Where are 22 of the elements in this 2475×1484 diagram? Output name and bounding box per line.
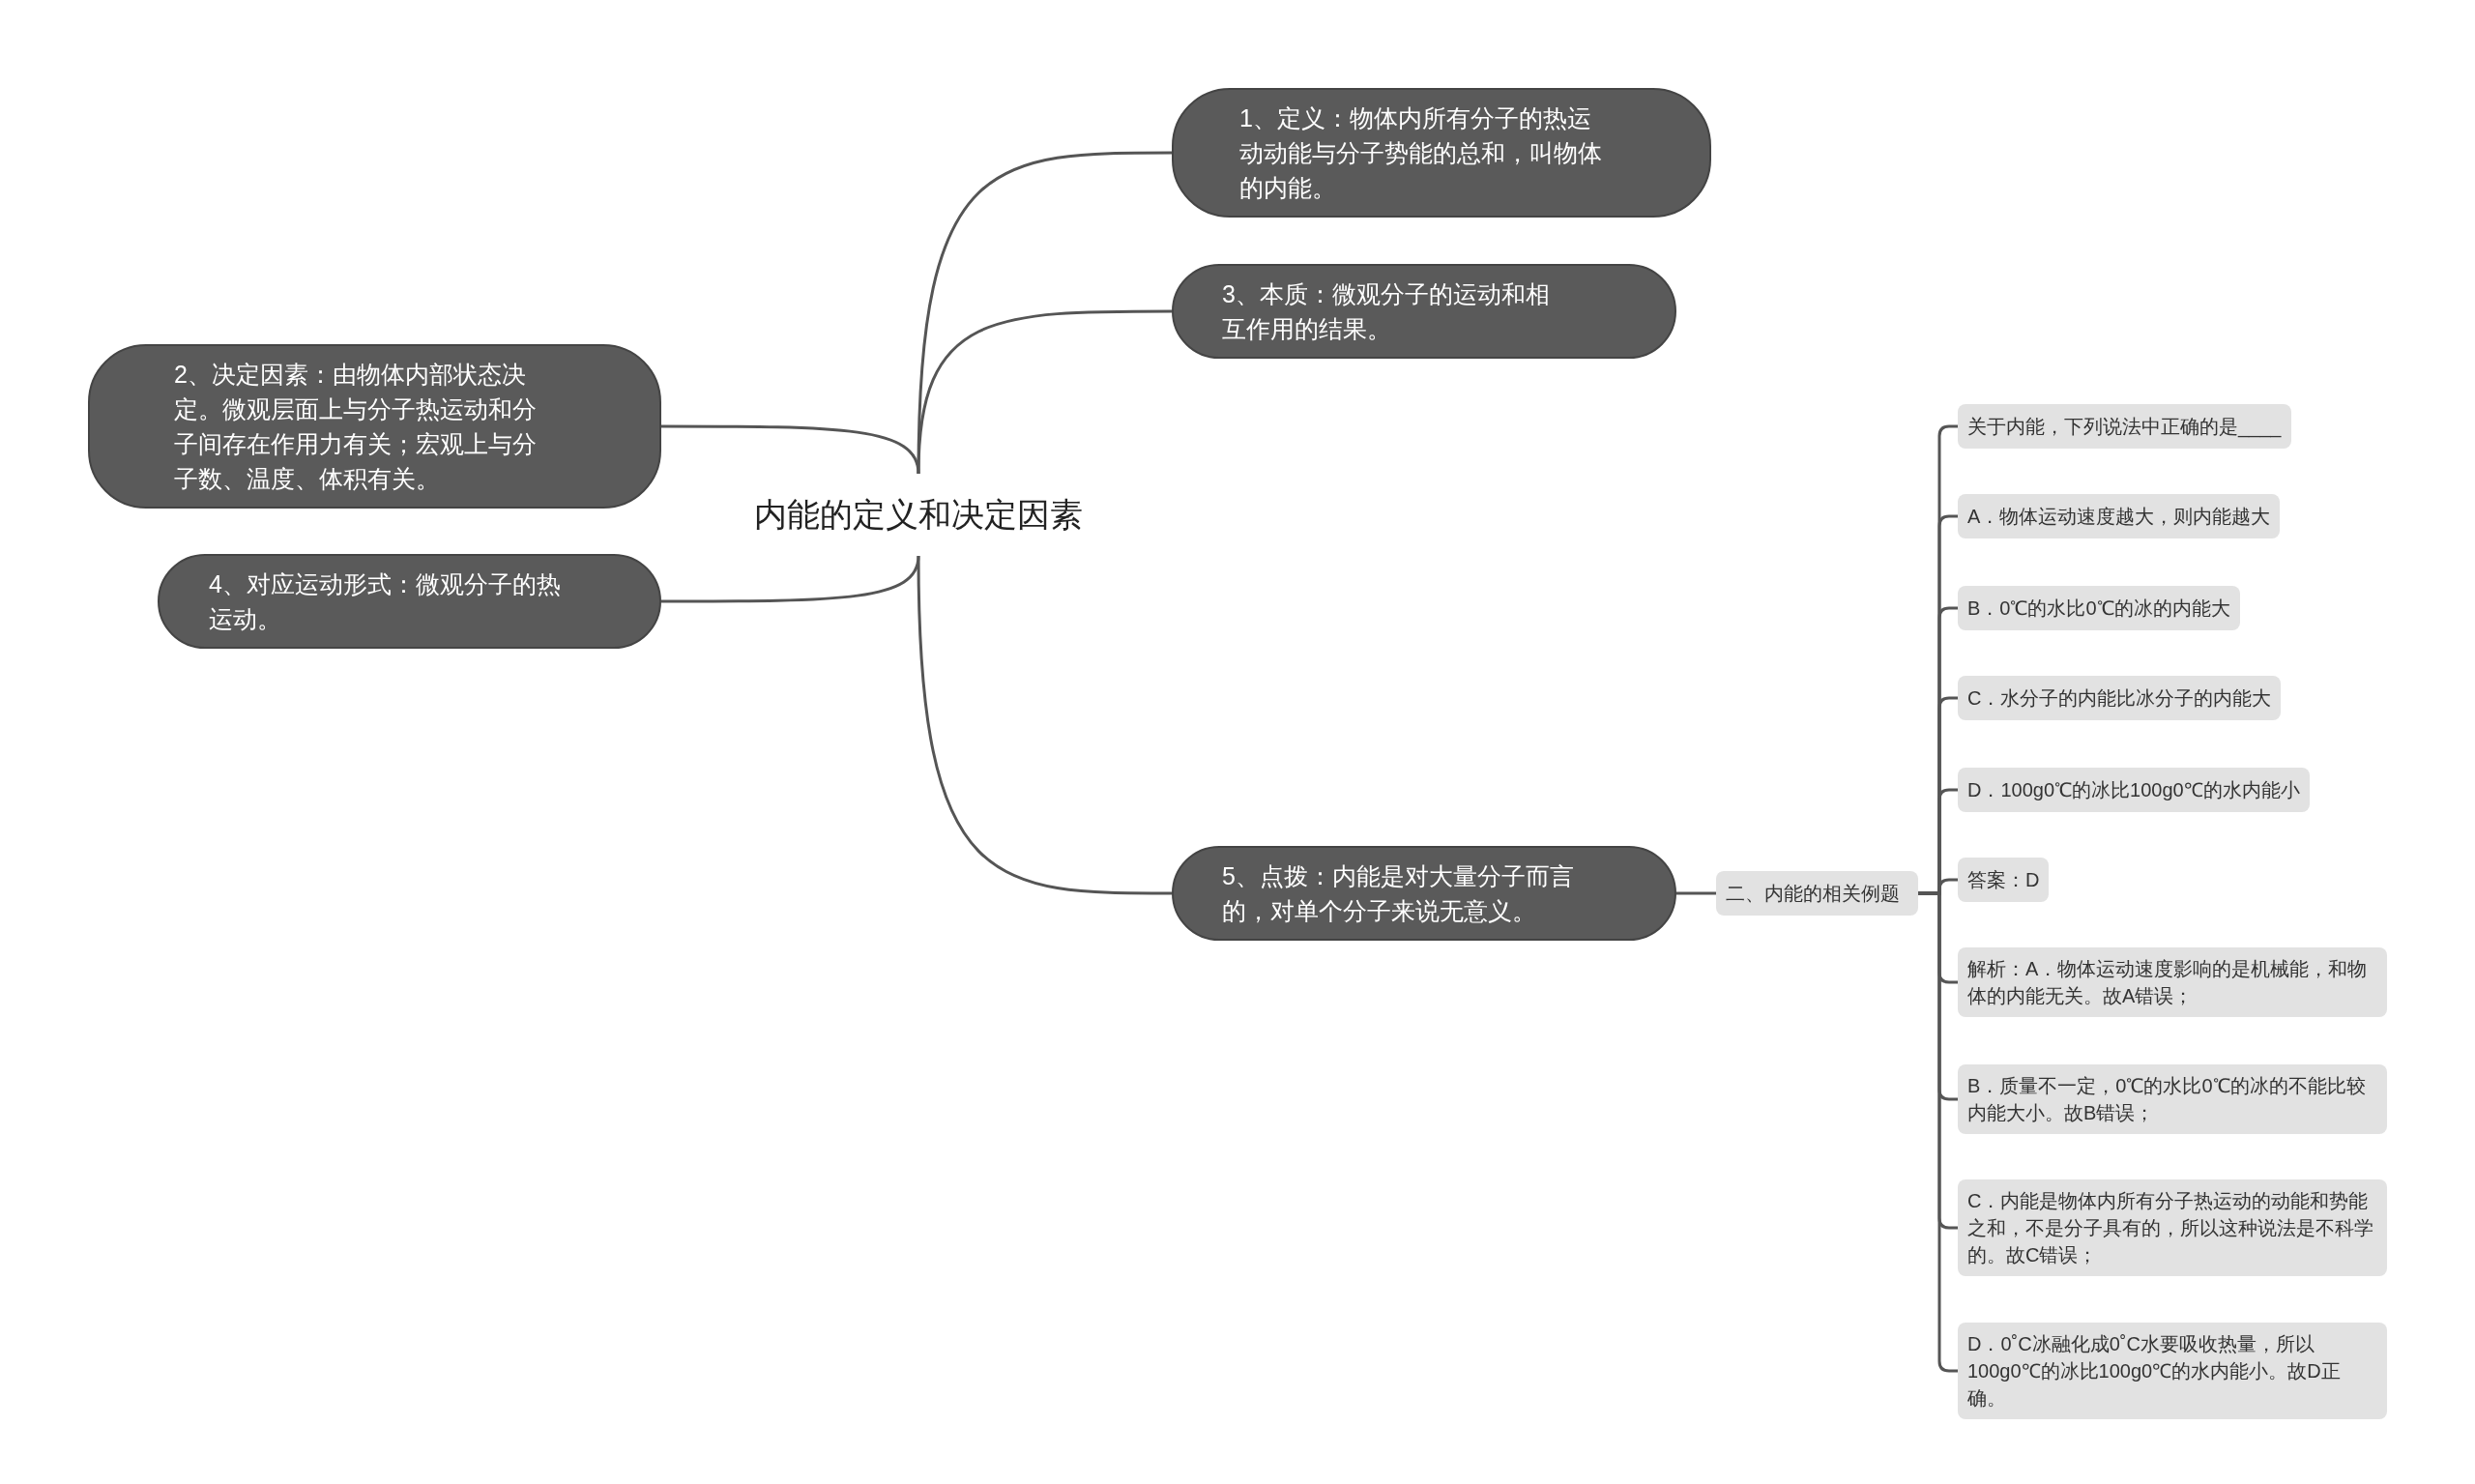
topic-box: 4、对应运动形式：微观分子的热运动。 <box>158 554 661 649</box>
subtopic-box: D．100g0℃的冰比100g0℃的水内能小 <box>1958 768 2310 812</box>
subtopic-box: B．0℃的水比0℃的冰的内能大 <box>1958 586 2240 630</box>
central-topic: 内能的定义和决定因素 <box>744 474 1092 556</box>
subtopic-box: B．质量不一定，0℃的水比0℃的冰的不能比较内能大小。故B错误； <box>1958 1064 2387 1134</box>
subtopic-box: A．物体运动速度越大，则内能越大 <box>1958 494 2281 538</box>
topic-box: 2、决定因素：由物体内部状态决定。微观层面上与分子热运动和分子间存在作用力有关；宏观上与分子数、温度、体积有关。 <box>88 344 661 509</box>
subtopic-box: 答案：D <box>1958 858 2050 902</box>
subtopic-box: 关于内能，下列说法中正确的是____ <box>1958 404 2291 449</box>
subtopic-box: C．内能是物体内所有分子热运动的动能和势能之和，不是分子具有的，所以这种说法是不科学的。故C错误； <box>1958 1179 2387 1276</box>
connector <box>1676 891 1716 895</box>
subtopic-box: D．0˚C冰融化成0˚C水要吸收热量，所以100g0℃的冰比100g0℃的水内能小。故D正确。 <box>1958 1323 2387 1419</box>
subtopic-box: C．水分子的内能比冰分子的内能大 <box>1958 676 2282 720</box>
topic-box: 1、定义：物体内所有分子的热运动动能与分子势能的总和，叫物体的内能。 <box>1172 88 1711 218</box>
subtopic-box: 解析：A．物体运动速度影响的是机械能，和物体的内能无关。故A错误； <box>1958 947 2387 1017</box>
connector <box>917 555 1172 895</box>
connector <box>661 424 920 475</box>
topic-box: 5、点拨：内能是对大量分子而言的，对单个分子来说无意义。 <box>1172 846 1676 941</box>
subtopic-box: 二、内能的相关例题 <box>1716 871 1918 916</box>
connector <box>917 309 1172 475</box>
topic-box: 3、本质：微观分子的运动和相互作用的结果。 <box>1172 264 1676 359</box>
connector <box>661 555 920 603</box>
